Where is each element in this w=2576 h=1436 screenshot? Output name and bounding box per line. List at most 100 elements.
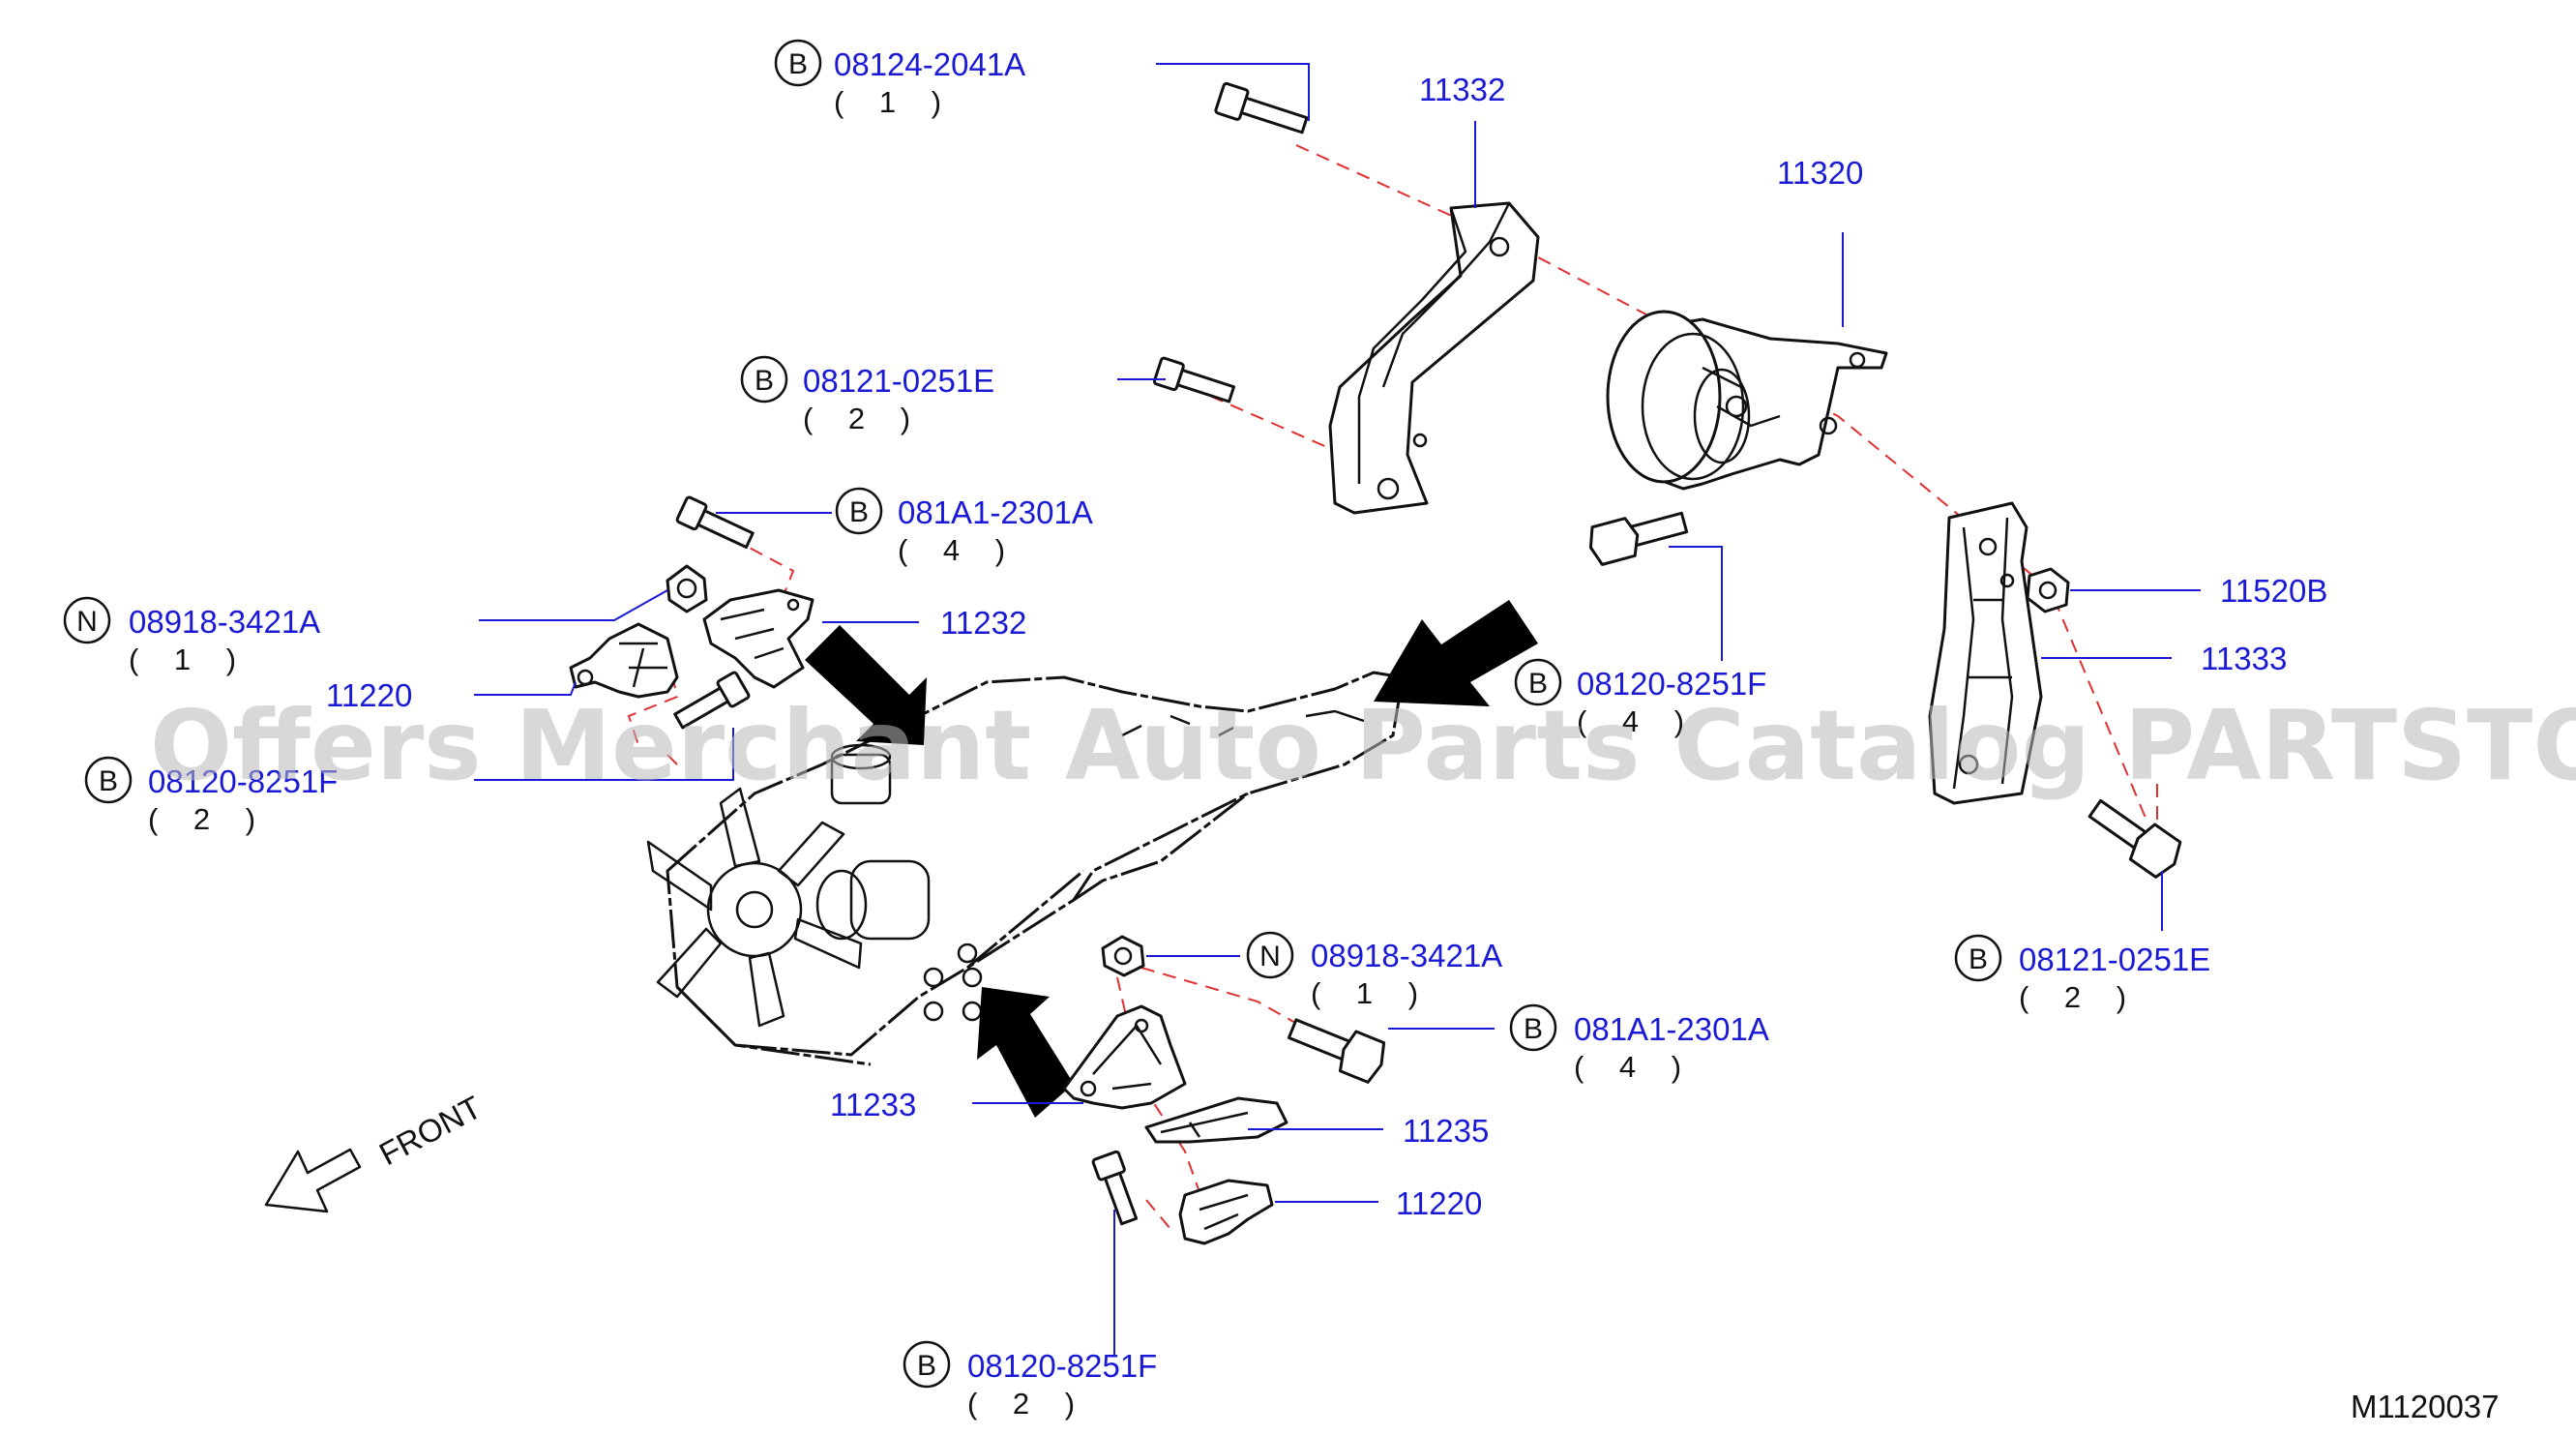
b-badge (774, 39, 822, 87)
part-number: 081A1-2301A (1574, 1011, 1769, 1047)
badge-letter: B (1969, 943, 1988, 975)
b-badge (903, 1340, 951, 1389)
part-number: 11220 (1396, 1185, 1482, 1221)
part-number: 11232 (940, 605, 1026, 641)
part-number: 08120-8251F (967, 1348, 1157, 1384)
part-number: 08124-2041A (834, 46, 1025, 82)
callout-08124-2041a[interactable]: B 08124-2041A ( 1 ) (774, 39, 1025, 119)
callout-08121-0251e-upper[interactable]: B 08121-0251E ( 2 ) (740, 355, 994, 435)
callout-08121-0251e-lower[interactable]: B 08121-0251E ( 2 ) (1954, 934, 2210, 1014)
callout-11220-lower[interactable]: 11220 (1396, 1185, 1482, 1221)
part-number: 11332 (1419, 72, 1505, 107)
bolt-08121-upper (1152, 356, 1236, 404)
part-number: 08120-8251F (1577, 666, 1766, 702)
part-number: 08918-3421A (1311, 938, 1502, 973)
front-arrow-icon (264, 1148, 362, 1213)
quantity: ( 2 ) (803, 402, 924, 435)
callout-11220-left[interactable]: 11220 (326, 677, 412, 713)
insulator-11220-right (1178, 1179, 1274, 1245)
part-number: 08918-3421A (129, 604, 320, 640)
bolt-08120-mid (1588, 511, 1689, 566)
pointer-arrow-left-mount (805, 625, 927, 745)
bracket-11232 (702, 588, 814, 689)
bracket-11332 (1328, 201, 1540, 515)
bolt-08124 (1214, 81, 1309, 135)
callout-08918-3421a-right[interactable]: N 08918-3421A ( 1 ) (1246, 931, 1502, 1010)
part-number: 11333 (2201, 641, 2287, 676)
callout-11320[interactable]: 11320 (1777, 155, 1863, 191)
part-number: 11520B (2220, 573, 2327, 609)
quantity: ( 4 ) (898, 533, 1019, 567)
part-number: 11235 (1403, 1113, 1489, 1149)
quantity: ( 4 ) (1577, 704, 1698, 738)
quantity: ( 2 ) (2019, 980, 2140, 1014)
callout-11333[interactable]: 11333 (2201, 641, 2287, 676)
callout-08918-3421a-left[interactable]: N 08918-3421A ( 1 ) (63, 596, 320, 676)
insulator-11235 (1144, 1096, 1288, 1144)
quantity: ( 1 ) (834, 85, 955, 119)
callout-11520b[interactable]: 11520B (2220, 573, 2327, 609)
callout-08120-8251f-lower[interactable]: B 08120-8251F ( 2 ) (903, 1340, 1157, 1421)
pointer-arrow-right-mount (977, 987, 1074, 1118)
b-badge (1509, 1003, 1557, 1052)
bolt-081a1-right (1287, 1018, 1386, 1084)
badge-letter: N (1259, 941, 1281, 972)
n-badge (1246, 931, 1294, 979)
part-number: 11233 (830, 1087, 916, 1122)
quantity: ( 1 ) (1311, 976, 1432, 1010)
pointer-arrow-rear-mount (1374, 600, 1538, 706)
bracket-11333 (1928, 501, 2043, 805)
bolt-08120-left (673, 671, 751, 730)
b-badge (1954, 934, 2002, 982)
watermark: Offers Merchant Auto Parts Catalog PARTS… (150, 689, 2576, 802)
callout-11233[interactable]: 11233 (830, 1087, 916, 1122)
part-number: 08121-0251E (803, 363, 994, 399)
bracket-11233 (1062, 1004, 1187, 1110)
badge-letter: B (1528, 668, 1548, 700)
nut-11520b (2026, 567, 2070, 613)
quantity: ( 2 ) (148, 802, 269, 836)
block-bolts (923, 942, 983, 1022)
quantity: ( 2 ) (967, 1387, 1088, 1421)
badge-letter: N (76, 606, 98, 638)
callout-11232[interactable]: 11232 (940, 605, 1026, 641)
part-number: 08121-0251E (2019, 942, 2210, 977)
b-badge (1514, 658, 1562, 706)
callout-08120-8251f-left[interactable]: B 08120-8251F ( 2 ) (84, 756, 338, 836)
bolt-08121-lower (2087, 798, 2182, 879)
mount-11320 (1606, 310, 1888, 491)
badge-letter: B (849, 496, 869, 528)
callout-11235[interactable]: 11235 (1403, 1113, 1489, 1149)
badge-letter: B (99, 765, 118, 797)
badge-letter: B (917, 1350, 936, 1382)
bolt-081a1-left (675, 495, 755, 549)
part-number: 11220 (326, 677, 412, 713)
pointer-arrows (805, 600, 1538, 1118)
callout-11332[interactable]: 11332 (1419, 72, 1505, 107)
b-badge (740, 355, 788, 404)
fan (646, 787, 863, 1028)
part-number: 081A1-2301A (898, 494, 1093, 530)
callout-081a1-2301a-upper[interactable]: B 081A1-2301A ( 4 ) (835, 487, 1093, 567)
b-badge (835, 487, 883, 535)
nut-08918-left (666, 564, 708, 613)
diagram-id: M1120037 (2351, 1389, 2500, 1424)
part-number: 08120-8251F (148, 763, 338, 799)
bolt-08120-lower (1091, 1150, 1139, 1226)
badge-letter: B (755, 365, 774, 397)
part-number: 11320 (1777, 155, 1863, 191)
quantity: ( 1 ) (129, 643, 250, 676)
quantity: ( 4 ) (1574, 1050, 1695, 1084)
front-label: FRONT (373, 1089, 488, 1172)
callout-081a1-2301a-lower[interactable]: B 081A1-2301A ( 4 ) (1509, 1003, 1769, 1084)
engine-transmission-outline (646, 671, 1405, 1066)
badge-letter: B (788, 48, 808, 80)
badge-letter: B (1524, 1013, 1543, 1045)
n-badge (63, 596, 111, 644)
nut-08918-right (1101, 935, 1145, 977)
b-badge (84, 756, 133, 804)
callout-08120-8251f-mid[interactable]: B 08120-8251F ( 4 ) (1514, 658, 1766, 738)
leader-lines (474, 63, 2201, 1355)
front-indicator: FRONT (264, 1089, 488, 1213)
